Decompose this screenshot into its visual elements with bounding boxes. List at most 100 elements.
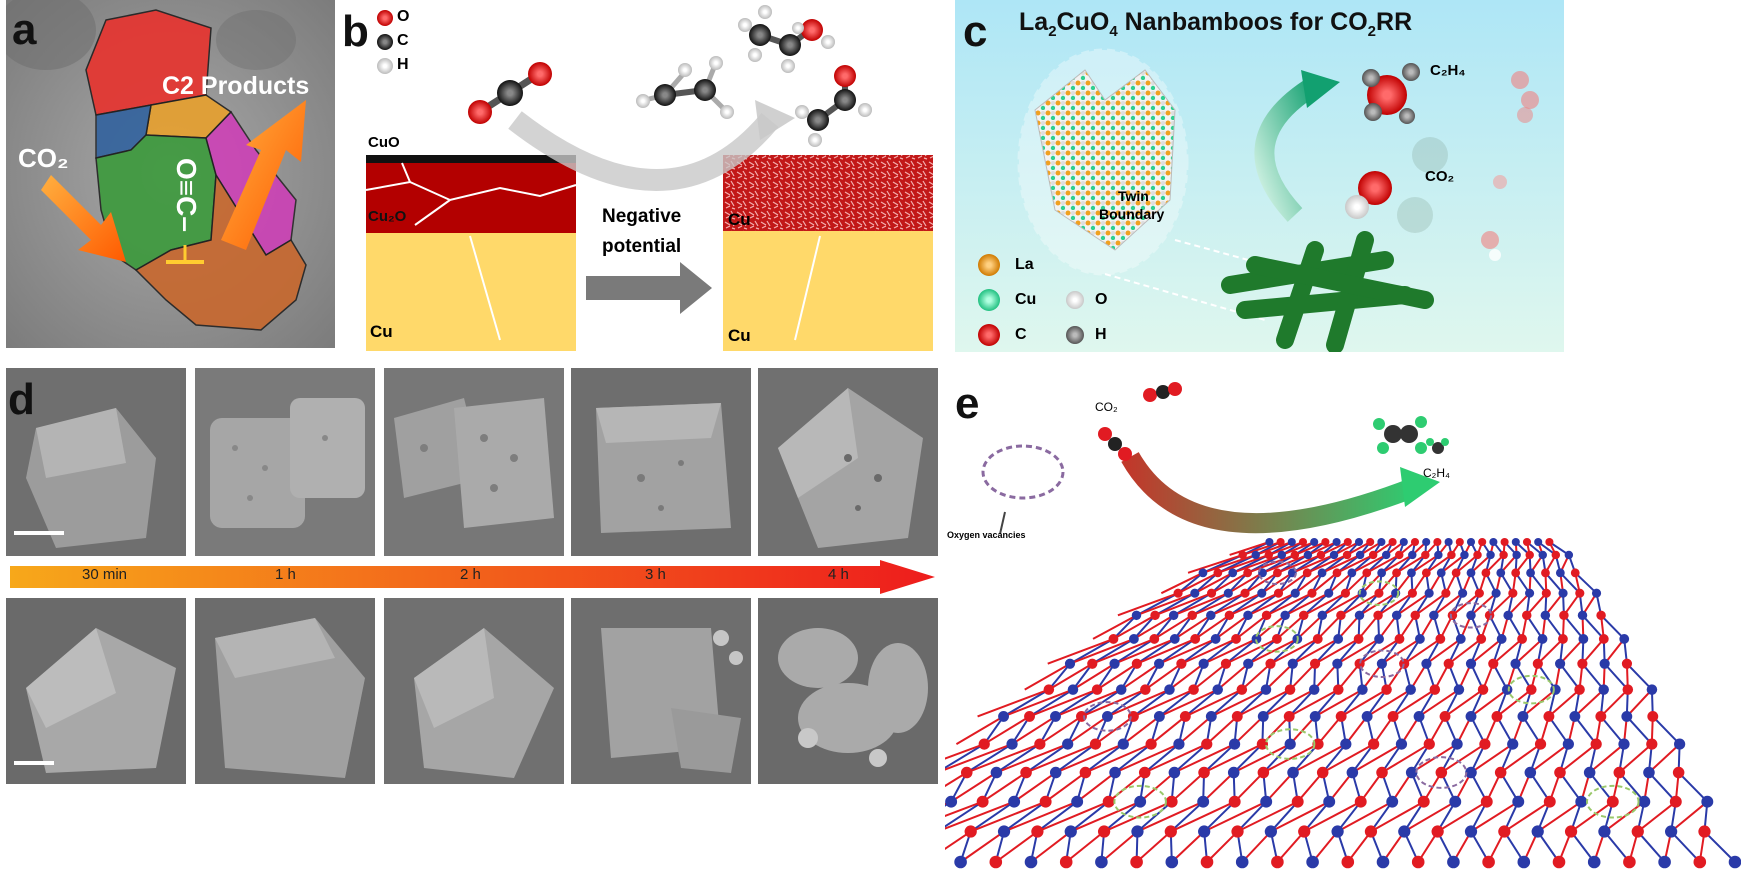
panel-label-b: b bbox=[342, 7, 369, 56]
lattice-bond bbox=[1418, 688, 1460, 718]
vacancy-legend-ring bbox=[981, 444, 1065, 500]
lattice-atom bbox=[1413, 710, 1425, 722]
lattice-bond bbox=[1072, 663, 1094, 691]
lattice-atom bbox=[1410, 537, 1420, 547]
lattice-bond bbox=[1114, 637, 1176, 665]
legend-o: O bbox=[1095, 291, 1108, 308]
lattice-bond bbox=[1173, 743, 1208, 774]
sem-top-2h bbox=[384, 368, 564, 556]
lattice-bond bbox=[1011, 715, 1057, 745]
lattice-atom bbox=[1231, 710, 1243, 722]
lattice-atom bbox=[1173, 588, 1183, 598]
lattice-bond bbox=[1003, 800, 1047, 833]
lattice-bond bbox=[1603, 638, 1626, 665]
lattice-atom bbox=[1131, 658, 1142, 669]
lattice-atom bbox=[1366, 537, 1375, 547]
lattice-bond bbox=[1559, 638, 1585, 665]
lattice-bond bbox=[1228, 592, 1263, 617]
lattice-bond bbox=[1136, 592, 1196, 617]
lattice-bond bbox=[1003, 800, 1078, 833]
lattice-bond bbox=[1303, 800, 1362, 833]
lattice-atom bbox=[1613, 766, 1626, 779]
lattice-bond bbox=[1103, 800, 1141, 833]
lattice-atom bbox=[1067, 684, 1079, 695]
lattice-bond bbox=[1292, 743, 1347, 774]
lattice-bond bbox=[1626, 715, 1653, 745]
lattice-bond bbox=[1296, 614, 1324, 640]
lattice-bond bbox=[1492, 638, 1523, 665]
lattice-bond bbox=[1158, 638, 1217, 665]
lattice-atom bbox=[1361, 710, 1373, 722]
lattice-bond bbox=[1600, 614, 1625, 640]
lattice-bond bbox=[1470, 743, 1514, 774]
sem-bottom-1h bbox=[195, 598, 375, 784]
lattice-atom bbox=[1377, 537, 1386, 547]
lattice-atom bbox=[1534, 738, 1547, 750]
lattice-bond bbox=[1288, 688, 1315, 718]
lattice-bond bbox=[1276, 830, 1305, 863]
lattice-bond bbox=[1603, 830, 1631, 863]
lattice-bond bbox=[1108, 771, 1146, 803]
lattice-bond bbox=[1091, 638, 1135, 665]
lattice-bond bbox=[1154, 592, 1196, 617]
lattice-bond bbox=[1177, 572, 1204, 594]
lattice-bond bbox=[1314, 688, 1340, 718]
lattice-bond bbox=[1537, 638, 1564, 665]
lattice-bond bbox=[1488, 592, 1514, 617]
lattice-atom bbox=[1466, 537, 1476, 547]
lattice-bond bbox=[1100, 830, 1139, 863]
lattice-bond bbox=[945, 800, 984, 828]
lattice-bond bbox=[1045, 771, 1086, 803]
lattice-bond bbox=[1206, 830, 1239, 863]
lattice-atom bbox=[1059, 855, 1073, 869]
lattice-atom bbox=[1517, 710, 1529, 722]
lattice-atom bbox=[1374, 588, 1384, 598]
lattice-atom bbox=[1332, 568, 1342, 578]
lattice-bond bbox=[1351, 554, 1374, 574]
lattice-bond bbox=[1187, 554, 1244, 574]
lattice-atom bbox=[1395, 550, 1404, 560]
lattice-atom bbox=[1220, 658, 1232, 669]
lattice-atom bbox=[1455, 537, 1464, 547]
lattice-atom bbox=[1188, 684, 1199, 695]
lattice-atom bbox=[1280, 610, 1290, 621]
layer-cuo: CuO bbox=[368, 134, 400, 151]
lattice-atom bbox=[1197, 795, 1210, 808]
sem-bottom-30min bbox=[6, 598, 186, 784]
lattice-atom bbox=[1153, 710, 1165, 722]
lattice-atom bbox=[1283, 710, 1295, 722]
lattice-bond bbox=[1084, 743, 1124, 774]
lattice-bond bbox=[1440, 554, 1466, 574]
time-arrow bbox=[10, 560, 935, 594]
lattice-atom bbox=[1466, 568, 1476, 578]
lattice-bond bbox=[1081, 688, 1146, 718]
lattice-bond bbox=[1296, 771, 1324, 803]
lattice-bond bbox=[1069, 638, 1114, 665]
lattice-bond bbox=[1314, 638, 1339, 665]
lattice-bond bbox=[1203, 638, 1237, 665]
lattice-bond bbox=[1455, 554, 1479, 574]
lattice-bond bbox=[1154, 592, 1212, 617]
lattice-bond bbox=[1028, 688, 1074, 718]
lattice-atom bbox=[1243, 610, 1253, 621]
lattice-atom bbox=[1079, 766, 1092, 779]
lattice-atom bbox=[1488, 658, 1499, 669]
lattice-bond bbox=[1381, 638, 1421, 665]
lattice-atom bbox=[1115, 684, 1127, 695]
lattice-bond bbox=[1265, 592, 1296, 617]
lattice-atom bbox=[1287, 658, 1298, 669]
lattice-atom bbox=[1591, 588, 1602, 598]
lattice-bond bbox=[1055, 688, 1122, 718]
lattice-atom bbox=[1664, 825, 1678, 838]
lattice-bond bbox=[1133, 614, 1175, 640]
lattice-bond bbox=[1039, 715, 1083, 745]
lattice-bond bbox=[1036, 800, 1078, 833]
lattice-atom bbox=[1076, 710, 1087, 722]
lattice-bond bbox=[1276, 614, 1305, 640]
lattice-bond bbox=[1117, 592, 1179, 617]
lattice-atom bbox=[1464, 825, 1478, 838]
lattice-bond bbox=[1311, 572, 1338, 594]
lattice-bond bbox=[1136, 638, 1176, 665]
lattice-atom bbox=[1131, 825, 1144, 838]
lattice-atom bbox=[1006, 738, 1018, 750]
